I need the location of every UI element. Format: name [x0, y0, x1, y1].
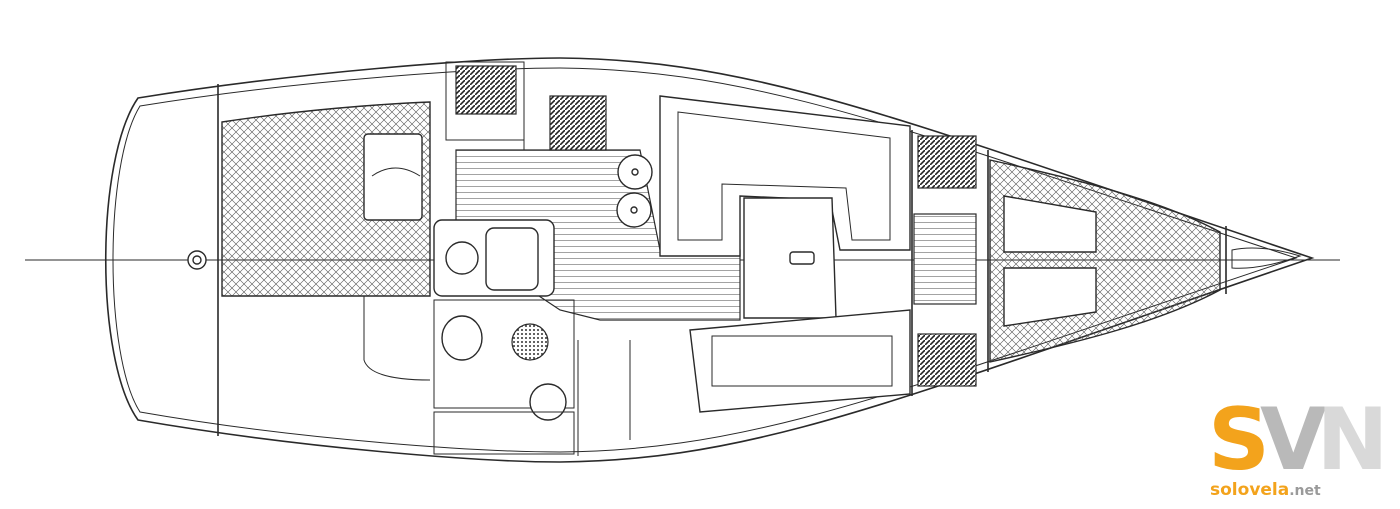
- forward-locker-top: [917, 135, 977, 189]
- aft-locker: [433, 411, 575, 455]
- heads-room: [433, 299, 575, 409]
- v-berth-cushion-bottom: [1003, 267, 1097, 327]
- shower-drain: [511, 323, 549, 361]
- aft-berth-cushion: [363, 133, 423, 221]
- table-latch: [789, 251, 815, 265]
- logo-letter-v: V: [1259, 390, 1326, 490]
- logo-letter-s: S: [1208, 390, 1270, 490]
- port-settee-back: [677, 111, 891, 241]
- sink-1-drain: [631, 168, 639, 176]
- logo-word-net: .net: [1289, 483, 1321, 499]
- v-berth-cushion-top: [1003, 195, 1097, 253]
- aft-cabin-divider: [363, 296, 431, 381]
- aft-berth-seat-curve: [371, 167, 421, 177]
- logo-monogram: SVN: [1208, 397, 1388, 483]
- companionway-step-grille: [455, 65, 517, 115]
- steering-pedestal-center: [192, 255, 202, 265]
- bow-fitting: [1231, 247, 1302, 269]
- hull-outline: [105, 57, 1315, 463]
- heads-basin: [529, 383, 567, 421]
- toilet: [441, 315, 483, 361]
- forward-locker-bottom: [917, 333, 977, 387]
- starboard-settee: [689, 309, 911, 413]
- logo-word-solo: solo: [1210, 480, 1250, 500]
- starboard-settee-cushion: [711, 335, 893, 387]
- v-berth: [989, 159, 1221, 363]
- sink-2-drain: [630, 206, 638, 214]
- logo-wordmark: solovela.net: [1210, 480, 1321, 501]
- forward-sole: [913, 213, 977, 305]
- galley-stove: [549, 95, 607, 151]
- solovela-logo: SVN solovela.net: [1208, 397, 1388, 504]
- washbasin: [445, 241, 479, 275]
- mast-step: [485, 227, 539, 291]
- logo-word-vela: vela: [1249, 480, 1290, 500]
- logo-letter-n: N: [1316, 390, 1389, 490]
